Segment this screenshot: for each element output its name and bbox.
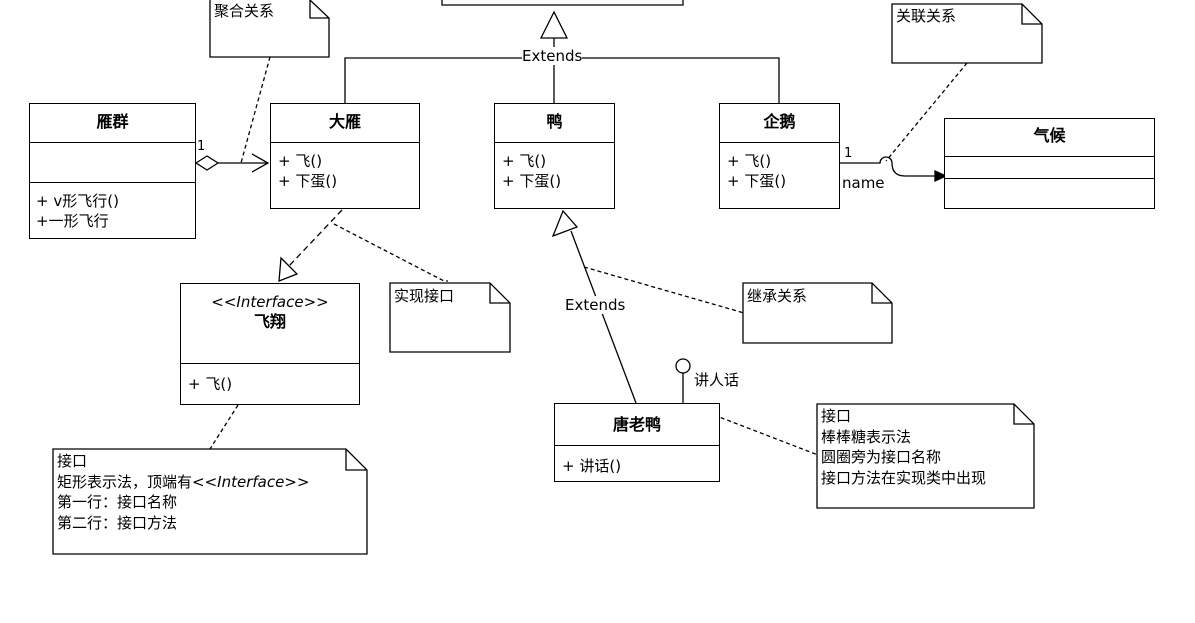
operation: + 下蛋() [278,172,338,190]
class-donald-duck[interactable]: 唐老鸭 + 讲话() [554,403,720,482]
note-line: 第二行：接口方法 [57,513,178,532]
connector-interface-rect [209,404,239,450]
operation: +一形飞行 [36,212,109,230]
note-stereotype: <<Interface>> [192,472,310,491]
note-association: 关联关系 [896,7,957,25]
note-implements-shape [389,282,511,353]
class-operations: + 飞() [181,364,359,394]
inheritance-line [570,230,637,404]
extends-label-duck: Extends [565,296,626,314]
operation: + 飞() [188,375,233,393]
note-line: 圆圈旁为接口名称 [821,448,942,466]
operation: + 飞() [727,152,772,170]
operation: + v形飞行() [36,192,119,210]
note-interface-rect: 接口 矩形表示法，顶端有<<Interface>> 第一行：接口名称 第二行：接… [53,451,309,533]
note-text: 矩形表示法，顶端有 [57,472,193,491]
note-shapes [52,0,1043,555]
association-arrowhead [934,169,948,183]
class-name: 企鹅 [720,104,839,143]
class-name: 唐老鸭 [555,404,719,446]
class-operations: + 飞() + 下蛋() [720,143,839,191]
note-interface-rect-shape [52,448,368,555]
note-line: 接口 [821,407,852,425]
interface-flying[interactable]: <<Interface>> 飞翔 + 飞() [180,283,360,405]
note-aggregation: 聚合关系 [214,2,275,20]
class-operations: + 飞() + 下蛋() [495,143,614,191]
class-attributes [945,157,1154,179]
aggregation-arrowhead [251,153,270,173]
class-attributes [30,143,195,183]
connector-implements [333,223,448,282]
class-name: 气候 [945,119,1154,157]
realization-line [288,209,343,267]
class-operations [945,179,1154,182]
class-penguin[interactable]: 企鹅 + 飞() + 下蛋() [719,103,840,209]
note-line: 棒棒糖表示法 [821,427,912,446]
association-line [840,156,935,177]
class-name: 雁群 [30,104,195,143]
interface-stereotype: <<Interface>> [211,293,329,311]
class-wild-goose[interactable]: 大雁 + 飞() + 下蛋() [270,103,420,209]
note-interface-lollipop: 接口 棒棒糖表示法 圆圈旁为接口名称 接口方法在实现类中出现 [817,406,986,488]
note-line: 矩形表示法，顶端有<<Interface>> [57,472,309,493]
note-association-shape [891,3,1043,64]
note-line: 接口方法在实现类中出现 [821,468,987,487]
inheritance-arrowhead [551,209,579,238]
aggregation-multiplicity: 1 [197,139,206,154]
operation: + 飞() [278,152,323,170]
extends-label-top: Extends [522,47,583,65]
operation: + 下蛋() [727,172,787,190]
class-name: 飞翔 [253,312,286,331]
note-interface-lollipop-shape [816,403,1035,509]
interface-header: <<Interface>> 飞翔 [181,284,359,364]
class-operations: + v形飞行() +一形飞行 [30,183,195,231]
realization-arrowhead [278,256,299,282]
note-line: 第一行：接口名称 [57,493,178,511]
class-operations: + 讲话() [555,446,719,476]
operation: + 下蛋() [502,172,562,190]
class-name: 大雁 [271,104,419,143]
class-climate[interactable]: 气候 [944,118,1155,209]
class-operations: + 飞() + 下蛋() [271,143,419,191]
note-inheritance-shape [742,282,893,344]
lollipop-circle [675,358,691,374]
note-inheritance: 继承关系 [747,287,808,305]
class-duck[interactable]: 鸭 + 飞() + 下蛋() [494,103,615,209]
lollipop-interface-label: 讲人话 [694,371,740,389]
generalization-arrowhead [539,10,569,39]
class-goose-flock[interactable]: 雁群 + v形飞行() +一形飞行 [29,103,196,239]
class-name: 鸭 [495,104,614,143]
parent-class-box [441,0,684,6]
connector-aggregation [240,56,271,164]
connector-association [885,62,968,162]
note-line: 接口 [57,452,88,470]
operation: + 讲话() [562,457,622,475]
note-implements: 实现接口 [394,287,455,305]
association-role-label: name [842,174,885,192]
aggregation-diamond [194,155,220,171]
note-aggregation-shape [209,0,330,58]
association-multiplicity: 1 [844,146,853,161]
operation: + 飞() [502,152,547,170]
